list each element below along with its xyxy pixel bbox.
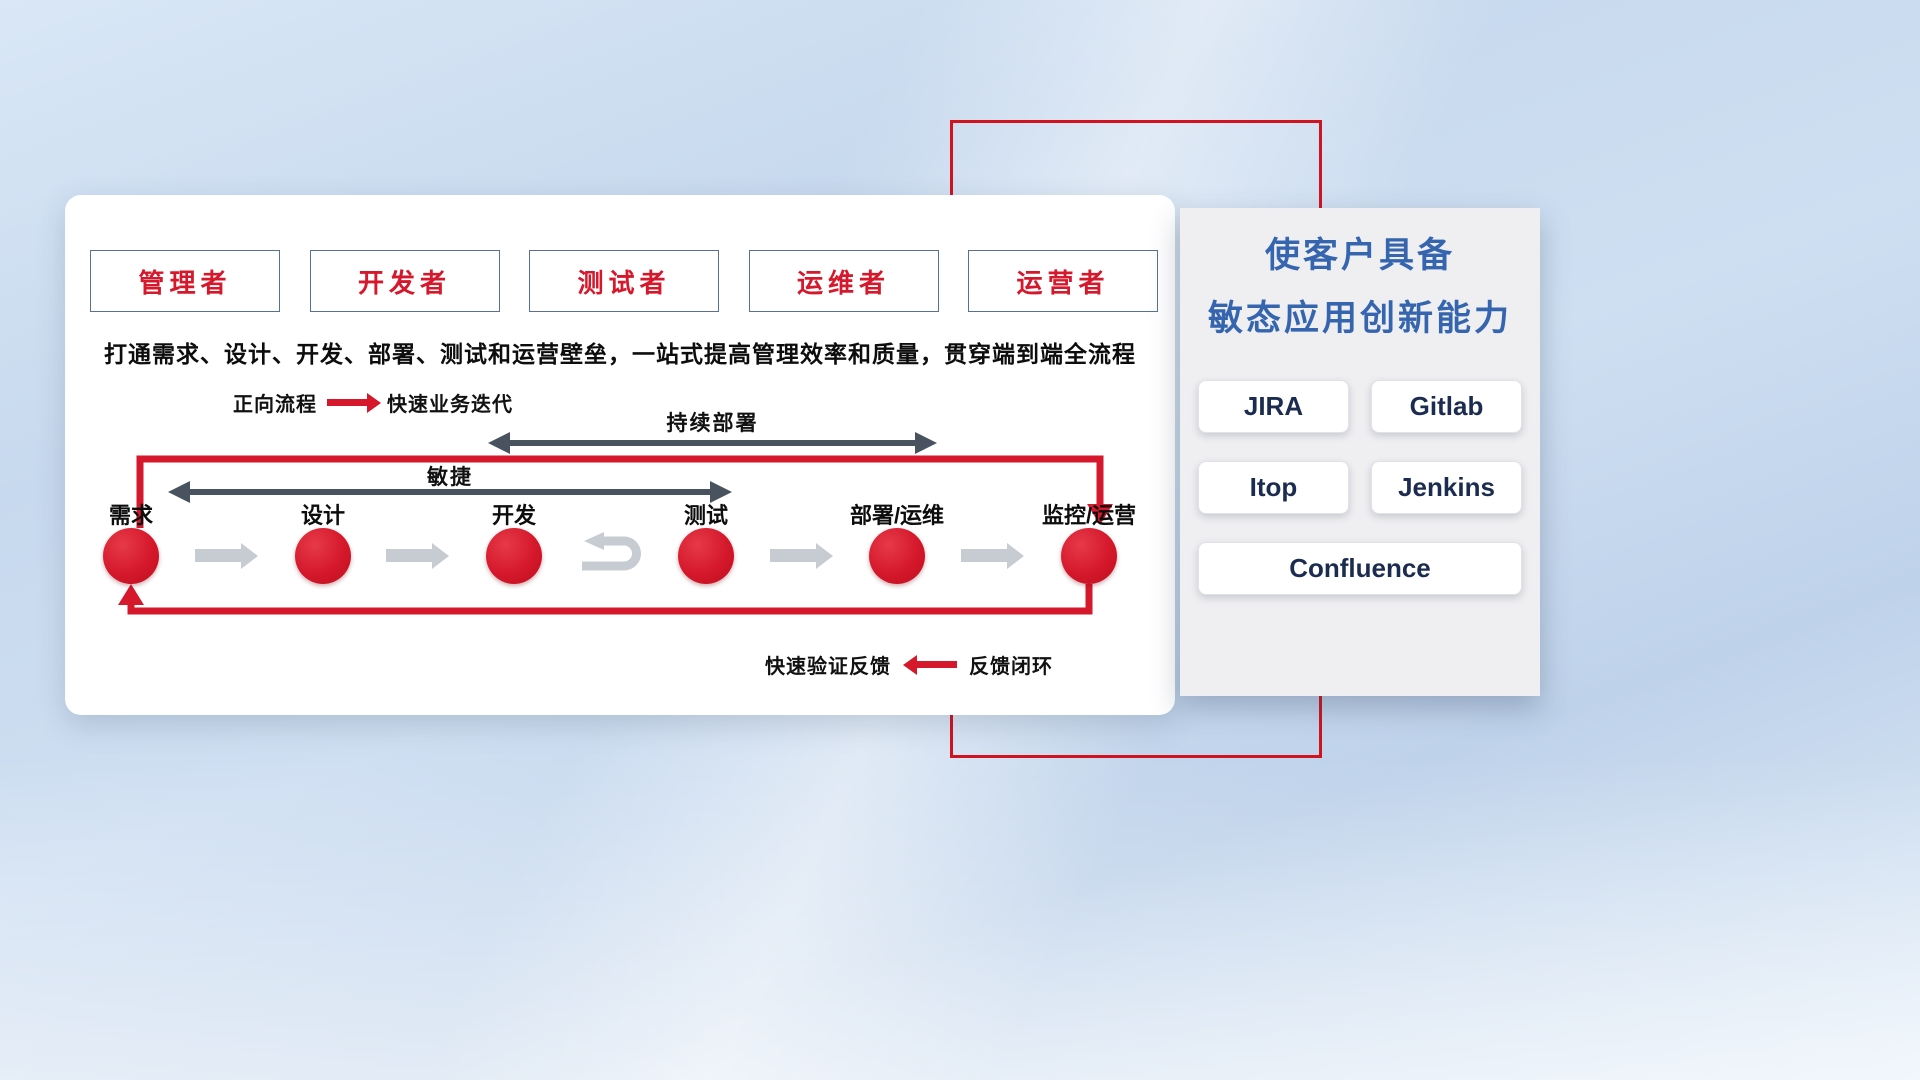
- tool-button-itop: Itop: [1198, 461, 1349, 514]
- iteration-loop-icon: [582, 532, 641, 571]
- forward-flow-legend: 正向流程 快速业务迭代: [233, 388, 513, 417]
- capability-panel: 使客户具备 敏态应用创新能力 JIRA Gitlab Itop Jenkins …: [1180, 208, 1540, 696]
- flow-node-label-develop: 开发: [491, 503, 536, 528]
- feedback-loop-line: [118, 584, 1093, 615]
- role-label-operator: 运营者: [1016, 267, 1110, 298]
- role-label-tester: 测试者: [577, 267, 671, 298]
- roles-row: 管理者 开发者 测试者 运维者 运营者: [90, 250, 1158, 312]
- flow-node-label-deploy-ops: 部署/运维: [849, 503, 945, 528]
- tool-grid: JIRA Gitlab Itop Jenkins Confluence: [1198, 380, 1522, 595]
- forward-flow-value: 快速业务迭代: [387, 394, 513, 416]
- role-box-operator: 运营者: [968, 250, 1158, 312]
- flow-node-label-test: 测试: [683, 503, 728, 528]
- role-label-ops: 运维者: [796, 267, 890, 298]
- forward-flow-label: 正向流程: [233, 394, 317, 416]
- tool-button-jenkins: Jenkins: [1371, 461, 1522, 514]
- feedback-legend: 快速验证反馈 反馈闭环: [765, 650, 1053, 679]
- role-box-ops: 运维者: [748, 250, 939, 312]
- flow-node-circle-test: [678, 528, 734, 584]
- capability-title-line1: 使客户具备: [1264, 236, 1455, 275]
- flow-step-arrow-icon: [386, 549, 432, 562]
- feedback-value: 快速验证反馈: [765, 656, 891, 678]
- role-label-manager: 管理者: [138, 267, 232, 298]
- flow-step-arrow-icon: [961, 549, 1007, 562]
- feedback-label: 反馈闭环: [969, 656, 1053, 678]
- agile-label: 敏捷: [427, 466, 473, 489]
- feedback-arrow-icon: [917, 661, 957, 668]
- flow-step-arrow-icon: [195, 549, 241, 562]
- flow-node-label-requirements: 需求: [108, 503, 153, 528]
- forward-arrow-icon: [327, 399, 367, 406]
- capability-title-line2: 敏态应用创新能力: [1207, 299, 1512, 338]
- flow-step-arrow-icon: [770, 549, 816, 562]
- flow-node-circle-monitor-ops: [1061, 528, 1117, 584]
- continuous-deploy-label: 持续部署: [666, 412, 759, 435]
- process-description: 打通需求、设计、开发、部署、测试和运营壁垒，一站式提高管理效率和质量，贯穿端到端…: [104, 341, 1136, 367]
- role-box-developer: 开发者: [309, 250, 500, 312]
- flow-node-circle-deploy-ops: [869, 528, 925, 584]
- devops-flow-panel: 管理者 开发者 测试者 运维者 运营者 打通需求、设计、开发、部署、测试和运营壁…: [65, 195, 1175, 715]
- role-box-tester: 测试者: [529, 250, 719, 312]
- tool-button-confluence: Confluence: [1198, 542, 1522, 595]
- tool-button-gitlab: Gitlab: [1371, 380, 1522, 433]
- flow-node-circle-develop: [486, 528, 542, 584]
- tool-button-jira: JIRA: [1198, 380, 1349, 433]
- flow-node-circle-design: [295, 528, 351, 584]
- role-box-manager: 管理者: [90, 250, 280, 312]
- flow-node-label-design: 设计: [300, 503, 345, 528]
- flow-node-label-monitor-ops: 监控/运营: [1041, 503, 1137, 528]
- role-label-developer: 开发者: [357, 267, 451, 298]
- flow-node-circle-requirements: [103, 528, 159, 584]
